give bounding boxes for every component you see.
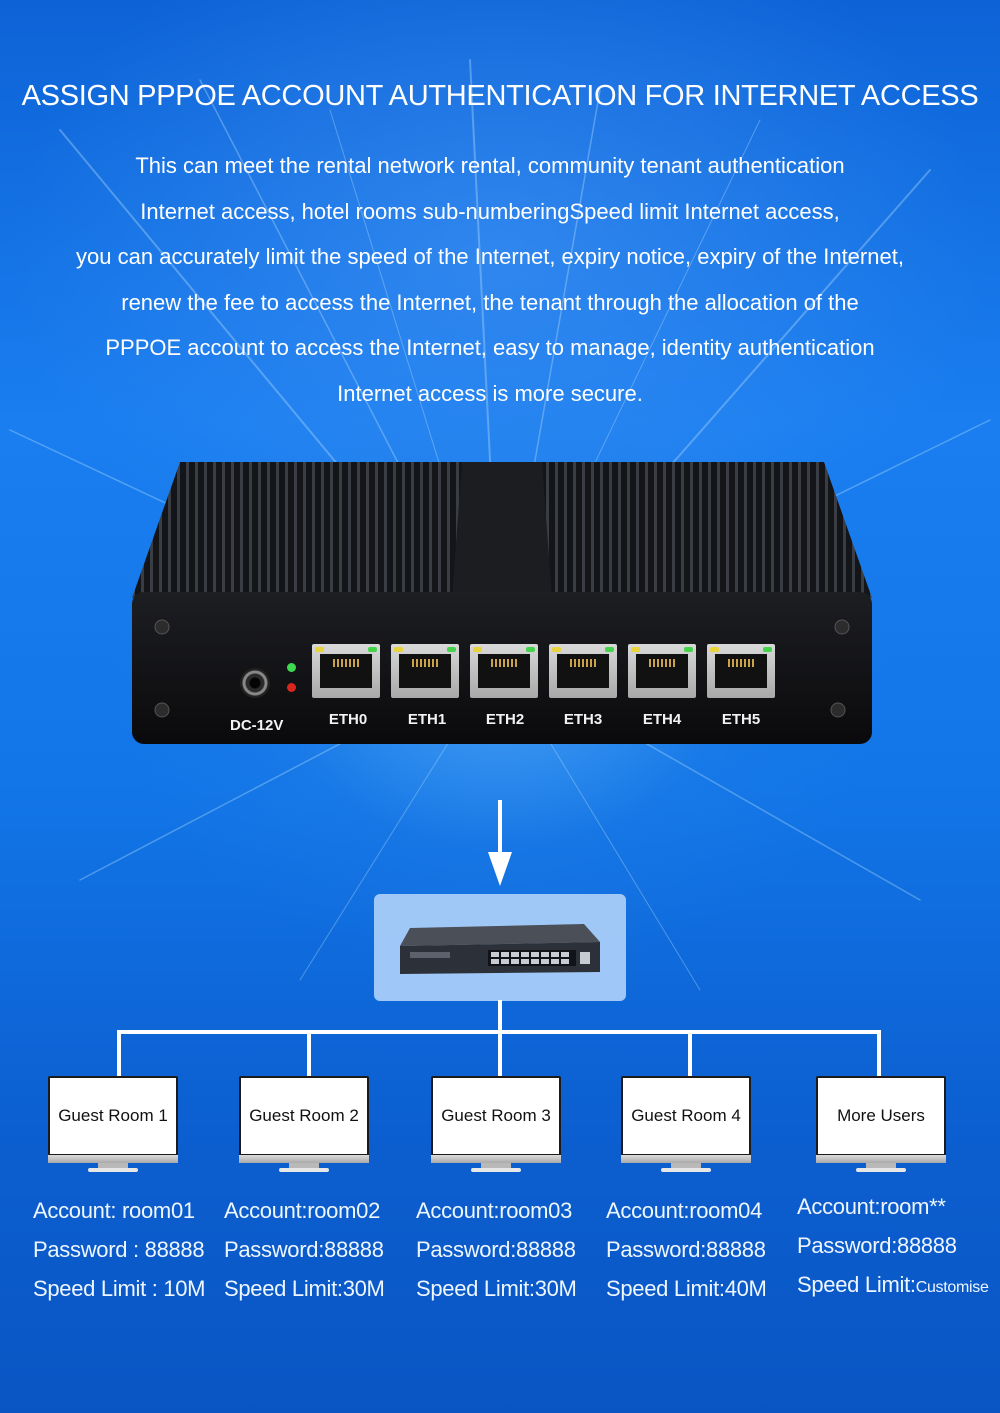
status-led-red [287,683,296,692]
power-label: DC-12V [230,717,284,734]
room-info-4: Account:room04 Password:88888 Speed Limi… [606,1191,767,1308]
password-text: Password:88888 [224,1237,384,1262]
router-device: DC-12V ETH0 ETH1 ETH2 ETH3 ETH4 ETH5 [132,460,872,745]
description-line: Internet access is more secure. [337,380,643,406]
down-arrow-icon [488,800,512,886]
room-info-5: Account:room** Password:88888 Speed Limi… [797,1187,989,1307]
page-title: ASSIGN PPPOE ACCOUNT AUTHENTICATION FOR … [21,80,979,112]
speed-limit-text: Speed Limit:30M [224,1276,385,1301]
account-text: Account:room04 [606,1198,762,1223]
room-card-guest-room-2: Guest Room 2 [239,1076,369,1172]
power-jack [240,668,270,698]
room-name: Guest Room 2 [239,1076,369,1156]
description-line: Internet access, hotel rooms sub-numberi… [140,198,840,224]
speed-limit-value: Customise [915,1279,989,1296]
ethernet-port [628,644,696,698]
room-card-guest-room-4: Guest Room 4 [621,1076,751,1172]
network-switch-panel [374,894,626,1001]
port-label-eth0: ETH0 [328,711,368,728]
speed-limit-text: Speed Limit:30M [416,1276,577,1301]
description-line: This can meet the rental network rental,… [135,153,845,178]
description-line: you can accurately limit the speed of th… [76,244,904,269]
room-name: Guest Room 4 [621,1076,751,1156]
monitor-icon: Guest Room 4 [621,1076,751,1172]
description: This can meet the rental network rental,… [20,143,960,416]
monitor-icon: More Users [816,1076,946,1172]
room-name: Guest Room 1 [48,1076,178,1156]
account-text: Account:room** [797,1194,946,1219]
speed-limit-text: Speed Limit : 10M [33,1276,206,1301]
room-info-2: Account:room02 Password:88888 Speed Limi… [224,1191,385,1308]
port-label-eth5: ETH5 [721,711,761,728]
status-led-green [287,663,296,672]
ethernet-port [391,644,459,698]
password-text: Password : 88888 [33,1237,205,1262]
room-name: More Users [816,1076,946,1156]
description-line: PPPOE account to access the Internet, ea… [105,335,875,360]
monitor-icon: Guest Room 1 [48,1076,178,1172]
ethernet-port [549,644,617,698]
description-line: renew the fee to access the Internet, th… [121,289,859,315]
monitor-icon: Guest Room 3 [431,1076,561,1172]
password-text: Password:88888 [797,1233,957,1258]
ethernet-port [312,644,380,698]
room-card-guest-room-3: Guest Room 3 [431,1076,561,1172]
speed-limit-text: Speed Limit:Customise [797,1265,989,1307]
network-switch-icon [400,924,600,974]
account-text: Account:room03 [416,1198,572,1223]
account-text: Account: room01 [33,1198,195,1223]
monitor-icon: Guest Room 2 [239,1076,369,1172]
speed-limit-text: Speed Limit:40M [606,1276,767,1301]
password-text: Password:88888 [606,1237,766,1262]
room-info-1: Account: room01 Password : 88888 Speed L… [33,1191,206,1308]
port-label-eth4: ETH4 [642,711,682,728]
ethernet-port [470,644,538,698]
ethernet-port [707,644,775,698]
account-text: Account:room02 [224,1198,380,1223]
speed-limit-label: Speed Limit: [797,1272,916,1297]
room-card-more-users: More Users [816,1076,946,1172]
room-card-guest-room-1: Guest Room 1 [48,1076,178,1172]
port-label-eth3: ETH3 [563,711,603,728]
port-label-eth1: ETH1 [407,711,447,728]
room-info-3: Account:room03 Password:88888 Speed Limi… [416,1191,577,1308]
port-label-eth2: ETH2 [485,711,525,728]
room-name: Guest Room 3 [431,1076,561,1156]
password-text: Password:88888 [416,1237,576,1262]
